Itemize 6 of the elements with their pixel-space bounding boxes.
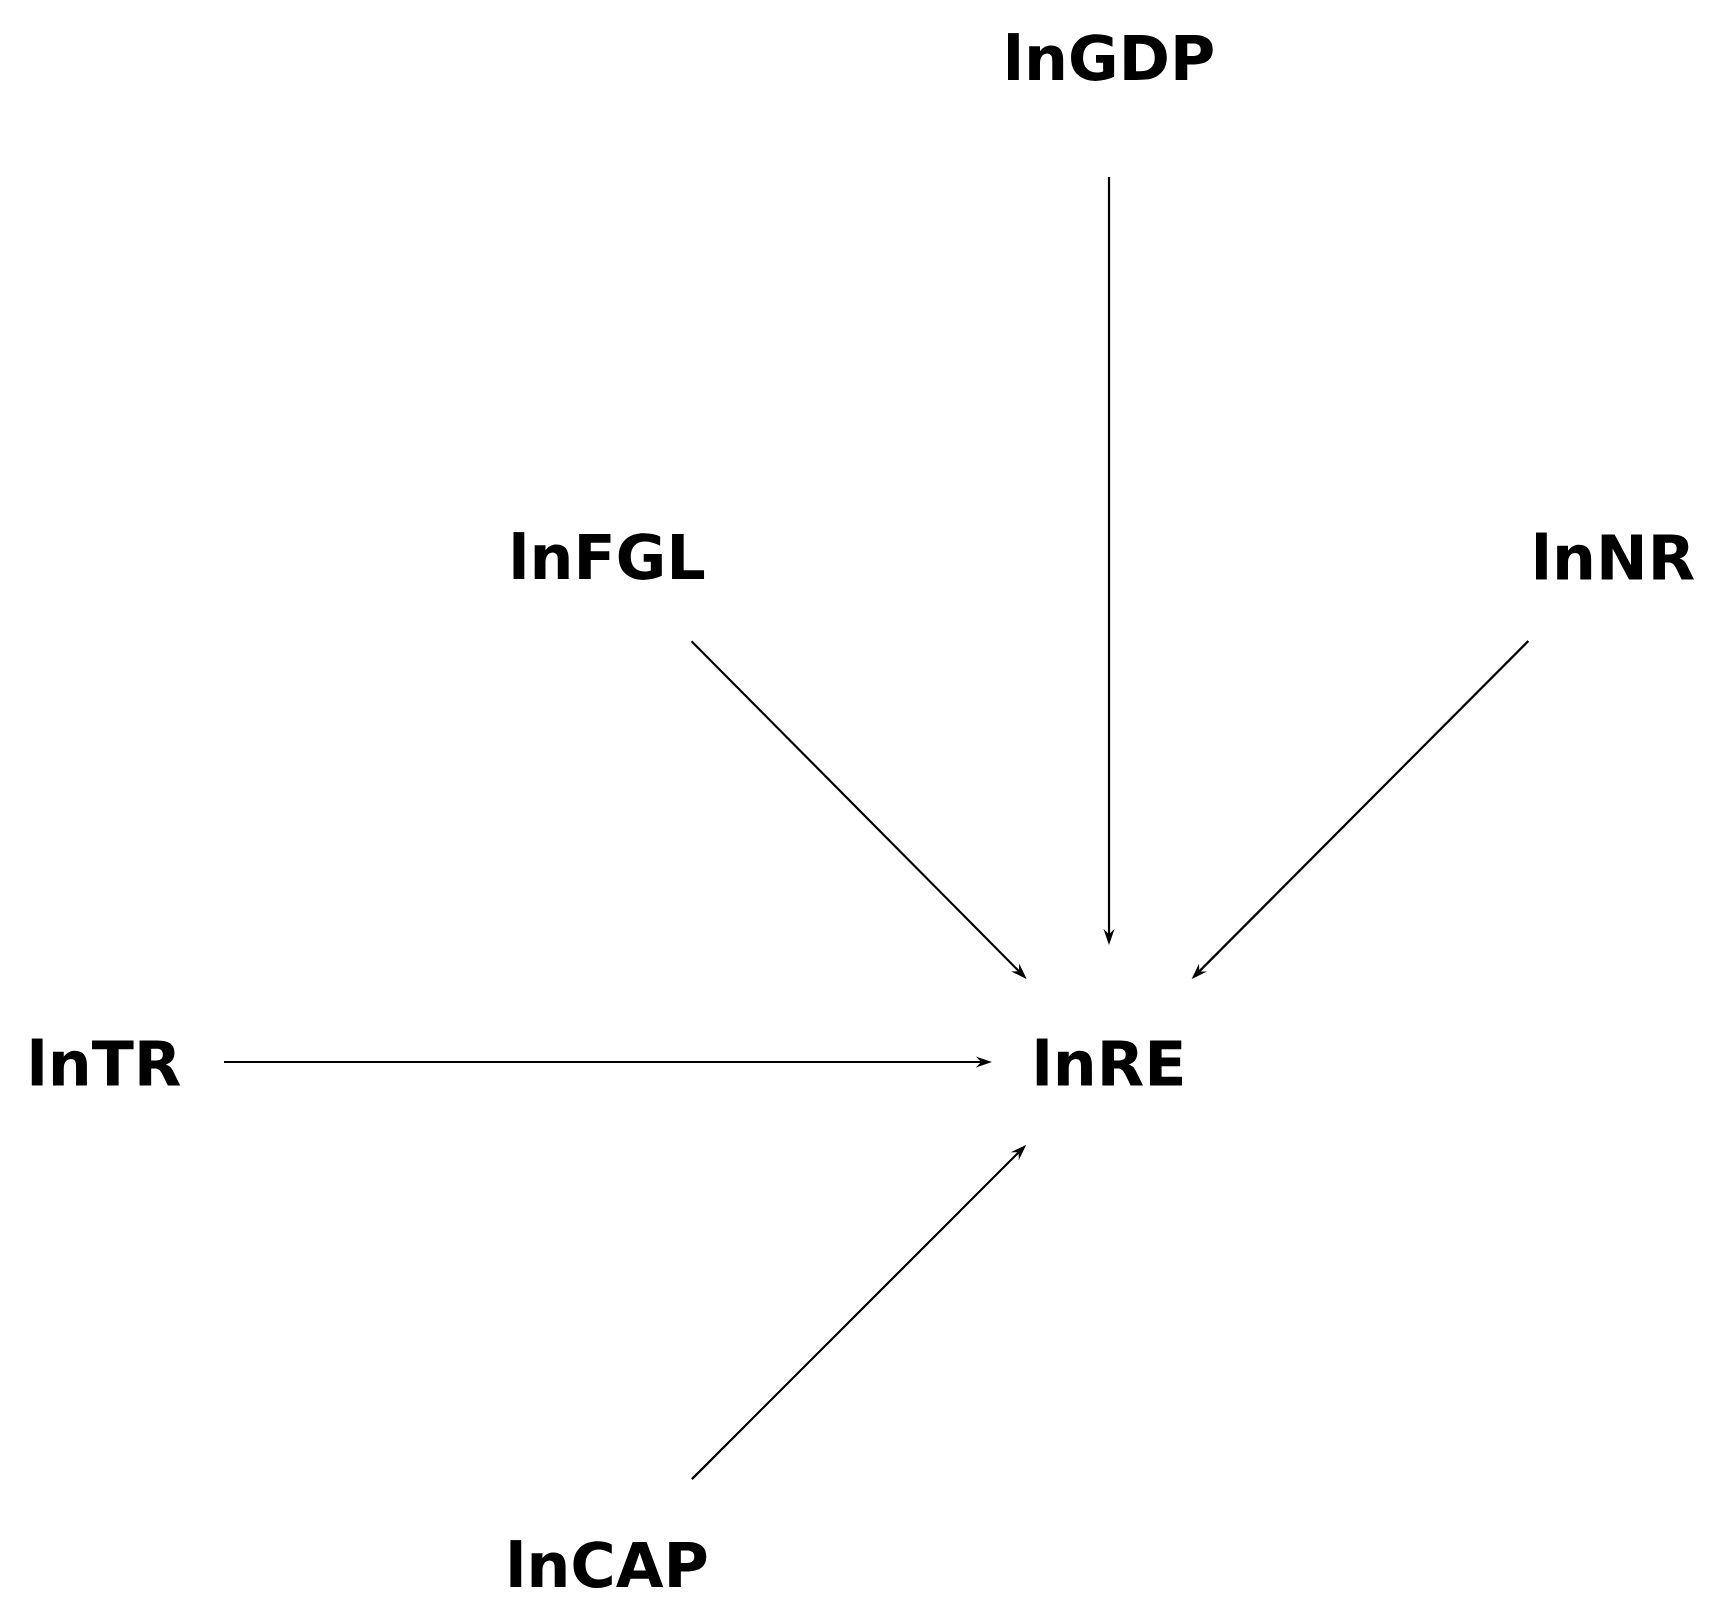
variable-label: lnFGL <box>513 532 705 580</box>
variable-label: lnCAP <box>510 1540 707 1588</box>
variable-label: lnNR <box>1536 532 1694 580</box>
variable-label: lnTR <box>31 1038 181 1086</box>
variable-label: lnGDP <box>1008 33 1213 81</box>
variable-label: lnRE <box>1036 1038 1182 1086</box>
